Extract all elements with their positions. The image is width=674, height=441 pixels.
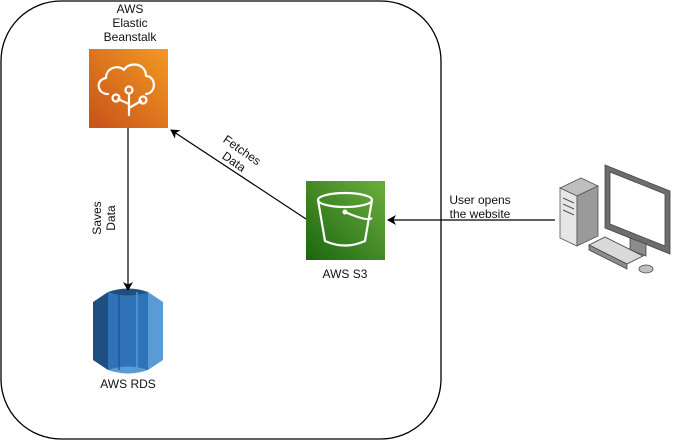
saves-data-label: Saves Data (90, 201, 118, 235)
elastic-beanstalk-icon[interactable] (89, 49, 168, 128)
desktop-computer-icon[interactable] (559, 164, 671, 274)
s3-label: AWS S3 (322, 267, 368, 281)
rds-label: AWS RDS (100, 377, 156, 391)
arrow-s3-to-eb (170, 129, 307, 220)
elastic-beanstalk-label: AWS Elastic Beanstalk (103, 2, 157, 44)
s3-bucket-icon[interactable] (306, 181, 385, 260)
rds-database-icon[interactable] (93, 288, 163, 374)
user-opens-website-label: User opens the website (449, 193, 511, 221)
